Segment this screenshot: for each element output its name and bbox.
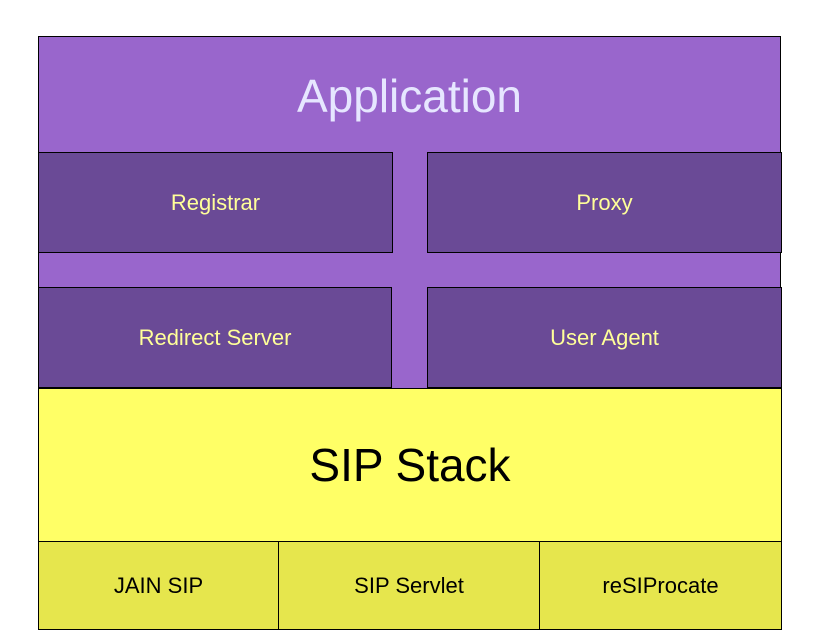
- redirect-server-label: Redirect Server: [138, 324, 292, 350]
- registrar-box: Registrar: [38, 152, 393, 253]
- user-agent-label: User Agent: [550, 324, 659, 350]
- user-agent-box: User Agent: [427, 287, 782, 388]
- proxy-label: Proxy: [576, 189, 633, 215]
- redirect-server-box: Redirect Server: [38, 287, 392, 388]
- registrar-label: Registrar: [170, 189, 261, 215]
- resiprocate-label: reSIProcate: [602, 572, 719, 598]
- proxy-box: Proxy: [427, 152, 782, 253]
- sip-stack-layer: SIP Stack: [38, 388, 782, 542]
- application-label: Application: [296, 70, 523, 122]
- jain-sip-box: JAIN SIP: [38, 541, 279, 630]
- resiprocate-box: reSIProcate: [539, 541, 782, 630]
- sip-stack-label: SIP Stack: [309, 439, 511, 491]
- sip-servlet-box: SIP Servlet: [278, 541, 540, 630]
- jain-sip-label: JAIN SIP: [113, 572, 204, 598]
- sip-servlet-label: SIP Servlet: [354, 572, 464, 598]
